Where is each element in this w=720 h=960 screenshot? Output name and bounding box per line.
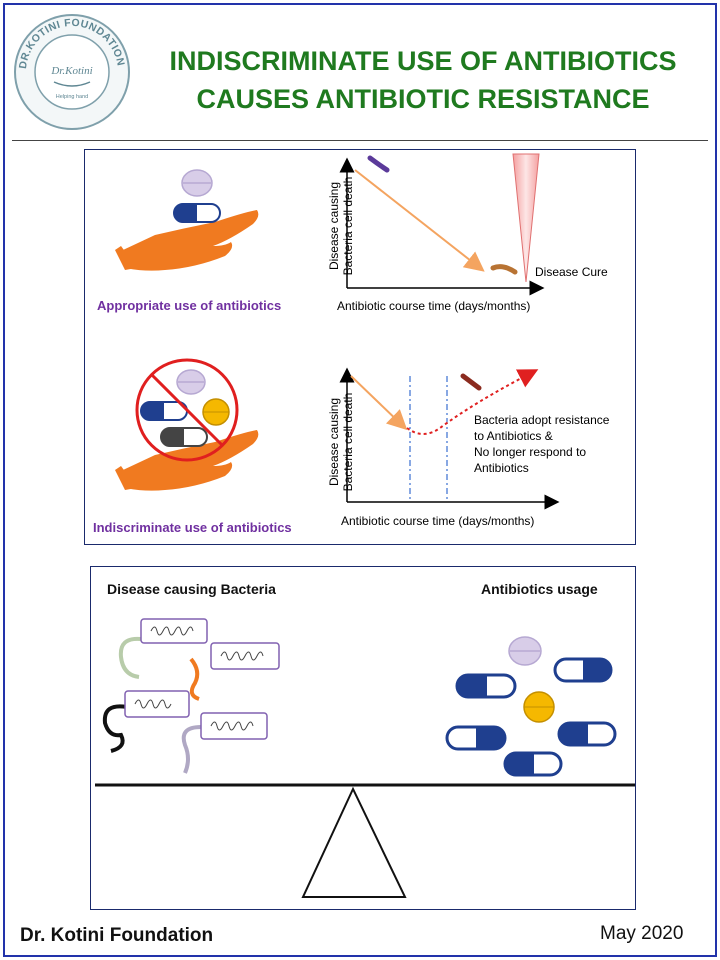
disease-cure-label: Disease Cure [535, 265, 608, 279]
y-axis-label-1-line2: Bacteria cell death [341, 176, 355, 276]
prohibited-pills-icon [135, 358, 239, 462]
resistance-note-line-1: Bacteria adopt resistance [474, 413, 610, 427]
resistance-note-line-3: No longer respond to [474, 445, 587, 459]
tablet-icon [181, 169, 213, 197]
page-title: INDISCRIMINATE USE OF ANTIBIOTICS CAUSES… [136, 42, 710, 118]
balance-illustration [95, 618, 635, 898]
decline-arrow [354, 169, 485, 272]
resistance-rebound-arrow [406, 369, 539, 435]
balance-panel: Disease causing Bacteria Antibiotics usa… [90, 566, 636, 910]
comparison-illustration [115, 153, 560, 510]
comparison-panel: Appropriate use of antibiotics Disease c… [84, 149, 636, 545]
title-line-1: INDISCRIMINATE USE OF ANTIBIOTICS [169, 46, 677, 76]
page-border [3, 3, 717, 957]
chart-indiscriminate [339, 367, 560, 510]
bacteria-heading: Disease causing Bacteria [107, 581, 276, 597]
dead-bacteria-icon [490, 264, 518, 275]
cure-cone-icon [512, 153, 540, 283]
resistance-note: Bacteria adopt resistance to Antibiotics… [474, 412, 609, 476]
initial-decline-arrow [350, 375, 408, 431]
header-divider [12, 140, 708, 141]
logo-seal-icon: DR.KOTINI FOUNDATION Dr.Kotini Helping h… [14, 14, 130, 130]
foundation-logo: DR.KOTINI FOUNDATION Dr.Kotini Helping h… [12, 12, 132, 132]
title-line-2: CAUSES ANTIBIOTIC RESISTANCE [196, 84, 650, 114]
balance-fulcrum [301, 786, 407, 898]
resistance-note-line-4: Antibiotics [474, 461, 529, 475]
resistant-bacteria-icon [460, 373, 482, 391]
y-axis-label-1-line1: Disease causing [327, 181, 341, 271]
y-axis-label-2: Disease causing Bacteria cell death [327, 382, 355, 502]
bacteria-icon [367, 155, 390, 173]
x-axis-label-1: Antibiotic course time (days/months) [337, 299, 531, 313]
bacteria-group-icon [102, 618, 280, 774]
footer-organization: Dr. Kotini Foundation [20, 925, 214, 946]
x-axis-label-2: Antibiotic course time (days/months) [341, 514, 535, 528]
resistance-note-line-2: to Antibiotics & [474, 429, 553, 443]
antibiotics-heading: Antibiotics usage [481, 581, 598, 597]
y-axis-label-2-line1: Disease causing [327, 397, 341, 487]
hand-icon [115, 210, 259, 271]
capsule-icon [173, 203, 221, 223]
y-axis-label-2-line2: Bacteria cell death [341, 392, 355, 492]
footer-date: May 2020 [600, 923, 684, 944]
antibiotics-pills-icon [445, 636, 617, 777]
chart-appropriate [339, 153, 545, 296]
logo-tagline: Helping hand [56, 94, 88, 100]
caption-appropriate: Appropriate use of antibiotics [97, 298, 282, 313]
y-axis-label-1: Disease causing Bacteria cell death [327, 166, 355, 286]
caption-indiscriminate: Indiscriminate use of antibiotics [93, 520, 292, 535]
logo-center-text: Dr.Kotini [50, 65, 92, 77]
